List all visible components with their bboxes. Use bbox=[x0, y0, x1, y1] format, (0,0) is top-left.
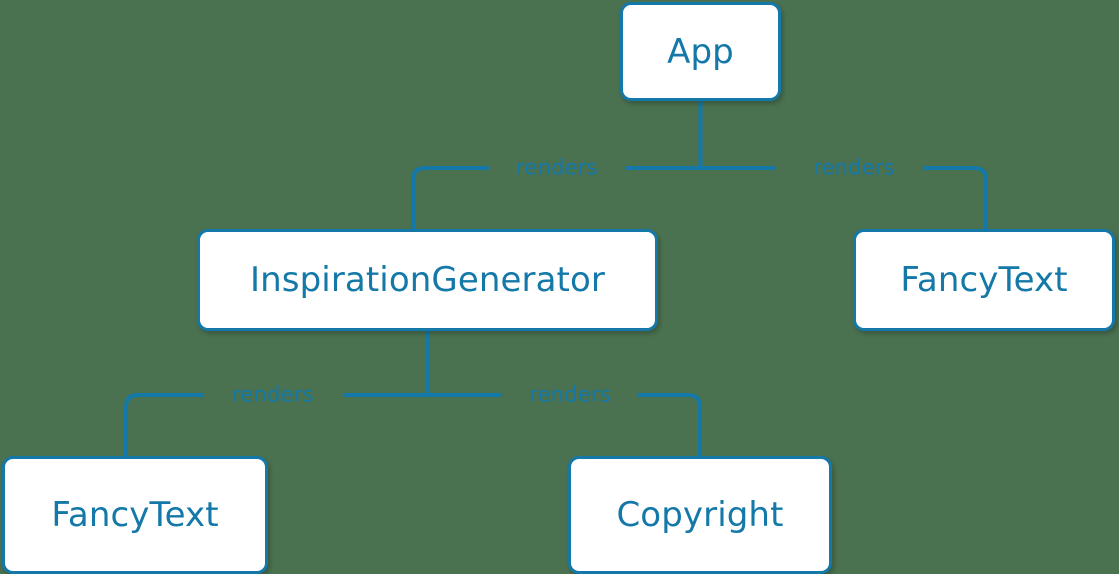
node-inspiration-generator-label: InspirationGenerator bbox=[250, 260, 605, 300]
node-app[interactable]: App bbox=[620, 2, 781, 101]
node-inspiration-generator[interactable]: InspirationGenerator bbox=[197, 229, 658, 331]
node-app-label: App bbox=[667, 31, 734, 72]
edge-label-app-to-inspiration: renders bbox=[516, 155, 598, 180]
node-fancytext-right-label: FancyText bbox=[900, 260, 1068, 300]
node-copyright[interactable]: Copyright bbox=[568, 456, 832, 574]
node-fancytext-right[interactable]: FancyText bbox=[853, 229, 1115, 331]
node-fancytext-bottom[interactable]: FancyText bbox=[2, 456, 268, 574]
node-copyright-label: Copyright bbox=[616, 495, 784, 535]
node-fancytext-bottom-label: FancyText bbox=[51, 495, 219, 535]
edge-app-to-fancytext-right-seg bbox=[923, 166, 988, 231]
edge-inspiration-to-copyright-right-seg bbox=[637, 393, 702, 458]
edge-label-inspiration-to-copyright: renders bbox=[529, 382, 611, 407]
edge-label-inspiration-to-fancytext: renders bbox=[232, 382, 314, 407]
edge-inspiration-to-fancytext-left-seg bbox=[124, 393, 204, 458]
edge-app-to-inspiration-left-seg bbox=[411, 166, 489, 231]
edge-label-app-to-fancytext: renders bbox=[813, 155, 895, 180]
